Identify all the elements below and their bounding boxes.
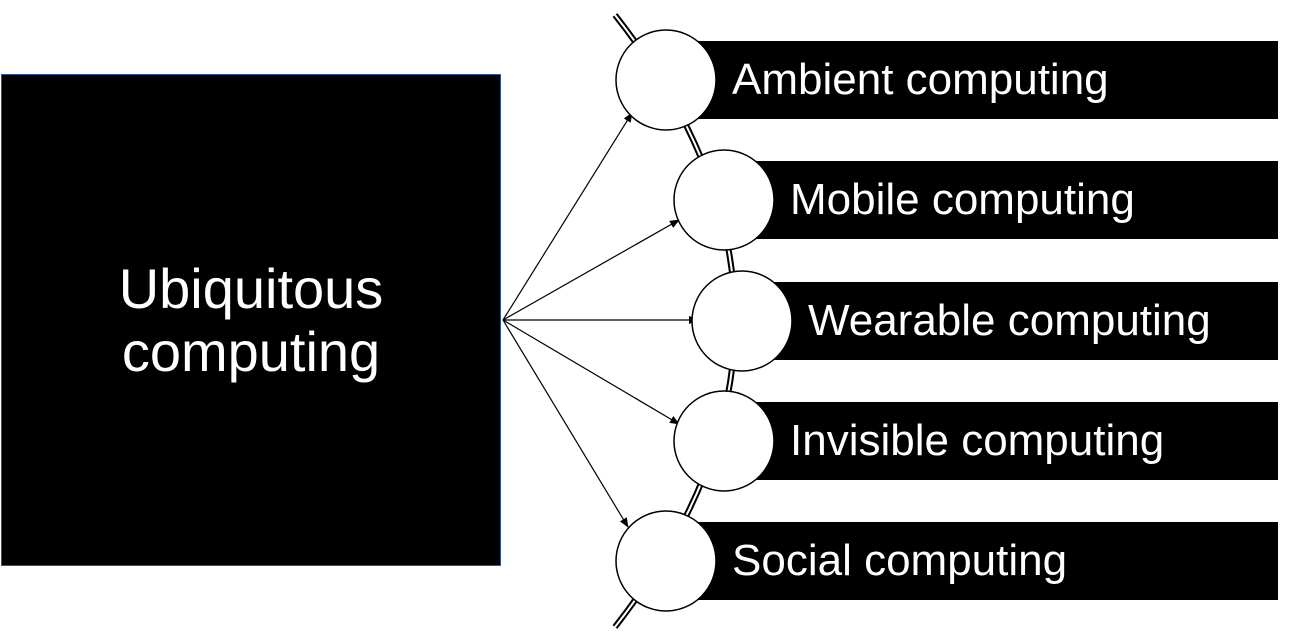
root-box: Ubiquitous computing: [1, 74, 501, 566]
arrow-to-invisible: [502, 319, 680, 425]
item-bar-invisible: Invisible computing: [724, 402, 1278, 480]
item-label-mobile: Mobile computing: [790, 175, 1135, 224]
item-bar-ambient: Ambient computing: [664, 41, 1278, 119]
arrow-to-mobile: [502, 219, 680, 321]
item-label-ambient: Ambient computing: [732, 55, 1109, 104]
item-label-wearable: Wearable computing: [808, 296, 1211, 345]
item-label-social: Social computing: [732, 536, 1068, 585]
arrow-to-social: [502, 319, 629, 528]
root-label: Ubiquitous computing: [118, 256, 384, 383]
arrow-to-ambient: [502, 112, 633, 321]
item-bar-mobile: Mobile computing: [724, 161, 1278, 239]
item-bar-wearable: Wearable computing: [741, 282, 1278, 360]
item-bar-social: Social computing: [664, 522, 1278, 600]
item-label-invisible: Invisible computing: [790, 416, 1165, 465]
